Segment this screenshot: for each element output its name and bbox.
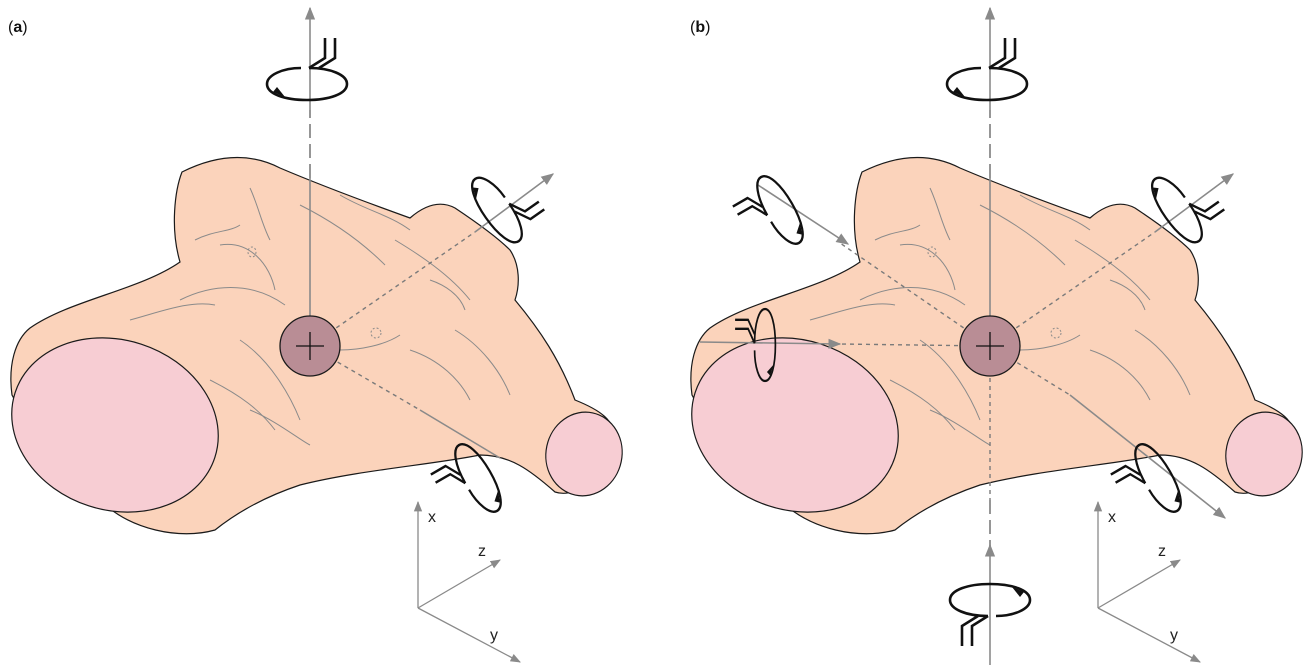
panel-a: (a) x z y (0, 8, 630, 662)
axis-label-y: y (1170, 627, 1178, 644)
rotation-arrow-icon (267, 38, 347, 100)
axis-label-y: y (490, 627, 498, 644)
coordinate-frame-a (418, 502, 520, 662)
coordinate-frame-b (1098, 502, 1200, 662)
axis-label-z: z (1158, 543, 1166, 560)
axis-label-x: x (428, 509, 436, 526)
rotation-arrow-icon (727, 170, 811, 262)
panel-b-label: (b) (690, 19, 710, 36)
panel-a-label: (a) (8, 19, 28, 36)
panel-b: (b) x z y (669, 8, 1308, 665)
rotation-arrow-icon (947, 38, 1027, 100)
axis-label-z: z (478, 543, 486, 560)
axis-label-x: x (1108, 509, 1116, 526)
